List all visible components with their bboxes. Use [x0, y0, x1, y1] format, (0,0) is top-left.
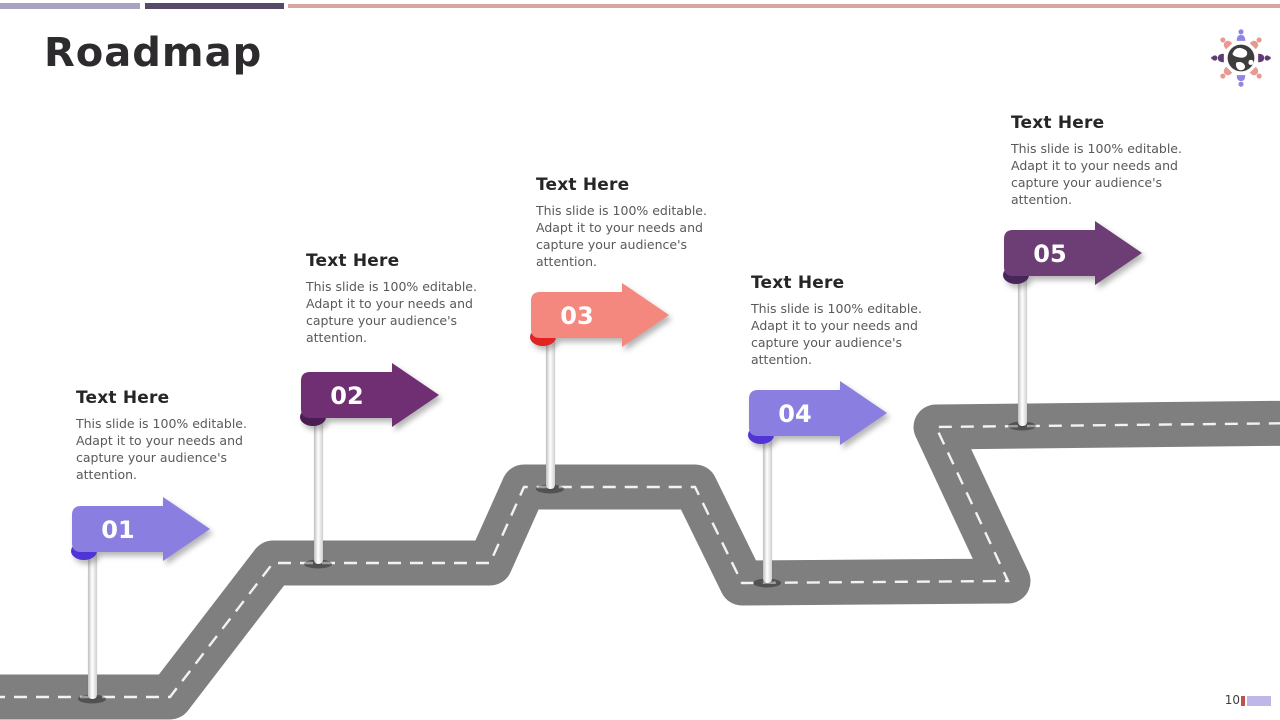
page-number: 10 — [1224, 693, 1240, 707]
milestone-2-flag: 02 — [300, 363, 439, 427]
page-marker-lavender — [1247, 696, 1271, 706]
milestone-5-body: This slide is 100% editable. Adapt it to… — [1011, 141, 1182, 207]
milestone-2-text: Text Here This slide is 100% editable. A… — [306, 251, 484, 346]
road-centerline — [0, 422, 1280, 699]
milestone-3-number: 03 — [560, 302, 593, 330]
milestone-5-number: 05 — [1033, 240, 1066, 268]
page-title: Roadmap — [44, 30, 263, 76]
page-marker-red — [1241, 696, 1245, 706]
milestone-4-heading: Text Here — [751, 273, 845, 293]
milestone-5-pole — [1017, 272, 1027, 426]
milestone-3-heading: Text Here — [536, 175, 630, 195]
pole-base-shadows — [78, 421, 1036, 704]
top-accent-bar-1 — [0, 3, 140, 9]
milestone-1-pole — [87, 550, 97, 699]
milestone-1-text: Text Here This slide is 100% editable. A… — [76, 388, 254, 483]
milestone-3-pole — [545, 334, 555, 489]
milestone-4-text: Text Here This slide is 100% editable. A… — [751, 273, 929, 368]
milestone-4-body: This slide is 100% editable. Adapt it to… — [751, 301, 922, 367]
top-accent-bar-3 — [288, 4, 1280, 8]
globe-icon — [1227, 44, 1255, 72]
milestone-2-number: 02 — [330, 382, 363, 410]
milestone-3-text: Text Here This slide is 100% editable. A… — [536, 175, 714, 270]
logo-people-lavender — [1236, 29, 1246, 87]
milestone-2-heading: Text Here — [306, 251, 400, 271]
milestone-1-number: 01 — [101, 516, 134, 544]
milestone-4-pole — [762, 432, 772, 583]
milestone-2-pole — [313, 414, 323, 564]
logo-people-purple — [1211, 53, 1271, 63]
milestone-1-flag: 01 — [71, 497, 210, 561]
logo-people-coral — [1220, 37, 1262, 79]
milestone-2-body: This slide is 100% editable. Adapt it to… — [306, 279, 477, 345]
company-logo — [1211, 29, 1271, 87]
milestone-3-flag: 03 — [530, 283, 669, 347]
top-accent-bar-2 — [145, 3, 284, 9]
milestone-1-body: This slide is 100% editable. Adapt it to… — [76, 416, 247, 482]
milestone-4-number: 04 — [778, 400, 811, 428]
milestone-4-flag: 04 — [748, 381, 887, 445]
milestone-5-heading: Text Here — [1011, 113, 1105, 133]
milestone-1-heading: Text Here — [76, 388, 170, 408]
milestone-3-body: This slide is 100% editable. Adapt it to… — [536, 203, 707, 269]
milestone-5-flag: 05 — [1003, 221, 1142, 285]
milestone-5-text: Text Here This slide is 100% editable. A… — [1011, 113, 1189, 208]
